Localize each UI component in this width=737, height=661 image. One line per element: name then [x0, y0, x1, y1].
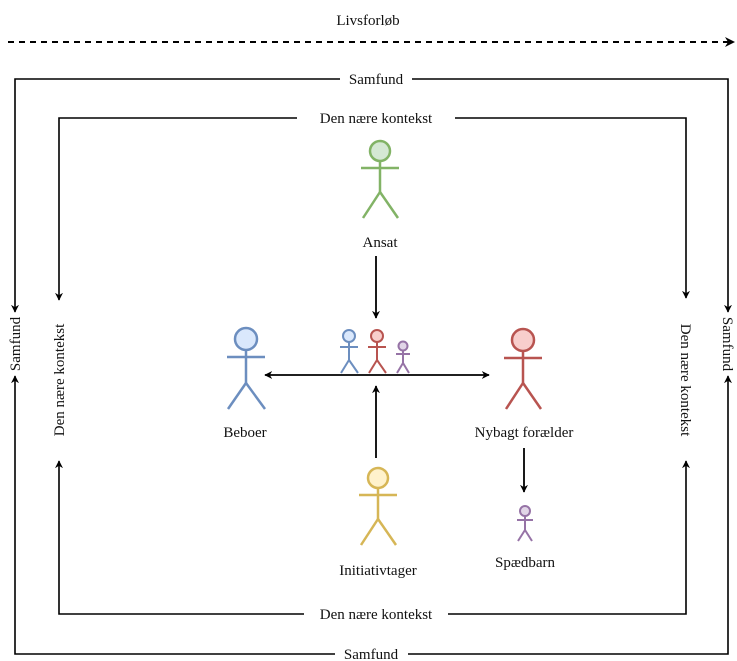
outer-bottom-left-connector	[11, 375, 335, 655]
inner-top-right-connector	[455, 117, 690, 299]
outer-label-left: Samfund	[8, 316, 24, 371]
center-group-blue-icon	[340, 329, 359, 374]
timeline-label: Livsforløb	[336, 13, 399, 29]
actor-spaedbarn-label: Spædbarn	[495, 555, 556, 571]
outer-label-top: Samfund	[349, 72, 404, 88]
outer-bottom-right-connector	[408, 375, 732, 655]
actor-spaedbarn	[517, 505, 533, 542]
actor-ansat	[361, 139, 400, 219]
inner-bottom-left-connector	[55, 460, 304, 615]
actor-beboer-label: Beboer	[223, 425, 266, 441]
inner-label-top: Den nære kontekst	[320, 111, 433, 127]
inner-label-left: Den nære kontekst	[52, 323, 68, 436]
outer-top-right-connector	[412, 78, 732, 313]
outer-label-bottom: Samfund	[344, 647, 399, 661]
inner-bottom-right-connector	[448, 460, 690, 615]
actor-initiativtager-label: Initiativtager	[339, 563, 416, 579]
actor-nybagt-label: Nybagt forælder	[475, 425, 574, 441]
actor-nybagt	[504, 327, 543, 410]
center-group-purple-icon	[396, 340, 410, 374]
actor-initiativtager	[359, 466, 398, 546]
center-group-red-icon	[368, 329, 387, 374]
inner-label-right: Den nære kontekst	[677, 324, 693, 437]
inner-frame	[55, 117, 690, 615]
outer-frame	[11, 78, 732, 655]
outer-label-right: Samfund	[719, 317, 735, 372]
actor-ansat-label: Ansat	[363, 235, 399, 251]
actor-beboer	[226, 326, 267, 410]
timeline: Livsforløb	[8, 13, 735, 47]
outer-top-left-connector	[11, 78, 340, 313]
inner-top-left-connector	[55, 117, 297, 301]
inner-label-bottom: Den nære kontekst	[320, 607, 433, 623]
